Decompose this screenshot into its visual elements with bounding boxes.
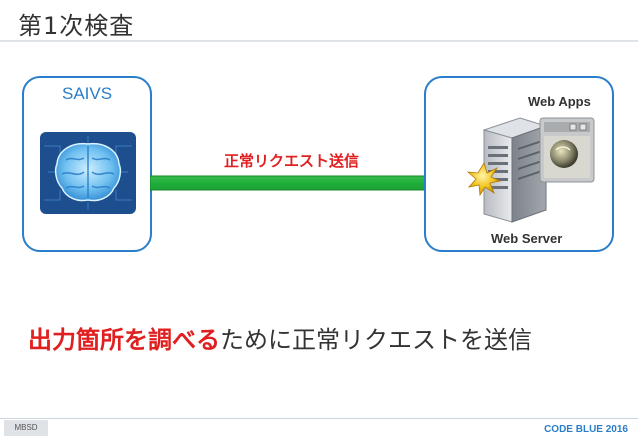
summary-emphasis: 出力箇所を調べる xyxy=(28,326,220,354)
webapps-label: Web Apps xyxy=(528,94,591,109)
arrow-label: 正常リクエスト送信 xyxy=(224,152,360,170)
saivs-label: SAIVS xyxy=(62,84,113,103)
summary-rest: ために正常リクエストを送信 xyxy=(220,326,532,354)
brain-icon xyxy=(40,132,136,214)
title-divider xyxy=(0,40,638,42)
summary-statement: 出力箇所を調べるために正常リクエストを送信 xyxy=(28,320,532,355)
webserver-label: Web Server xyxy=(491,231,563,246)
footer-left-tag: MBSD xyxy=(4,420,48,436)
slide-title: 第1次検査 xyxy=(18,12,135,40)
web-app-window-icon xyxy=(539,117,595,183)
footer-divider xyxy=(0,418,638,419)
footer-right-tag: CODE BLUE 2016 xyxy=(544,424,628,435)
starburst-icon xyxy=(467,162,501,196)
server-icon xyxy=(482,117,548,223)
